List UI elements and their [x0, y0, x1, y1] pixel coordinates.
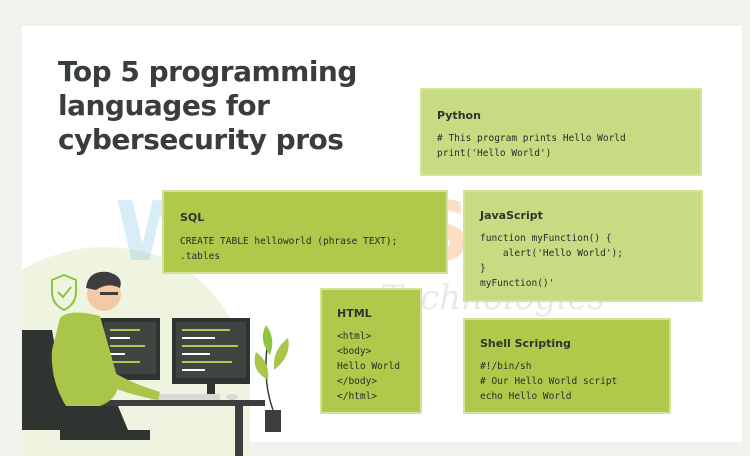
monitor-left [100, 318, 160, 380]
keyboard [150, 394, 220, 400]
python-heading: Python [437, 109, 481, 122]
page-title: Top 5 programming languages for cybersec… [58, 55, 357, 156]
shield-icon [51, 273, 77, 312]
shell-card: Shell Scripting #!/bin/sh # Our Hello Wo… [463, 318, 671, 414]
html-code: <html> <body> Hello World </body> </html… [337, 331, 400, 402]
sql-heading: SQL [180, 211, 205, 224]
person-at-computer-icon [22, 247, 289, 456]
shell-heading: Shell Scripting [480, 337, 571, 350]
shell-code: #!/bin/sh # Our Hello World script echo … [480, 361, 618, 402]
mouse [226, 394, 238, 400]
chair [22, 330, 70, 430]
desk [40, 400, 265, 406]
javascript-code: function myFunction() { alert('Hello Wor… [480, 233, 623, 289]
sql-code: CREATE TABLE helloworld (phrase TEXT); .… [180, 236, 398, 262]
javascript-card: JavaScript function myFunction() { alert… [463, 190, 703, 302]
person [51, 271, 160, 440]
html-card: HTML <html> <body> Hello World </body> <… [320, 288, 422, 414]
python-card: Python # This program prints Hello World… [420, 88, 702, 176]
plant-icon [254, 325, 289, 432]
html-heading: HTML [337, 307, 372, 320]
monitor-right [172, 318, 250, 400]
python-code: # This program prints Hello World print(… [437, 133, 626, 159]
javascript-heading: JavaScript [480, 209, 543, 222]
sql-card: SQL CREATE TABLE helloworld (phrase TEXT… [162, 190, 448, 274]
